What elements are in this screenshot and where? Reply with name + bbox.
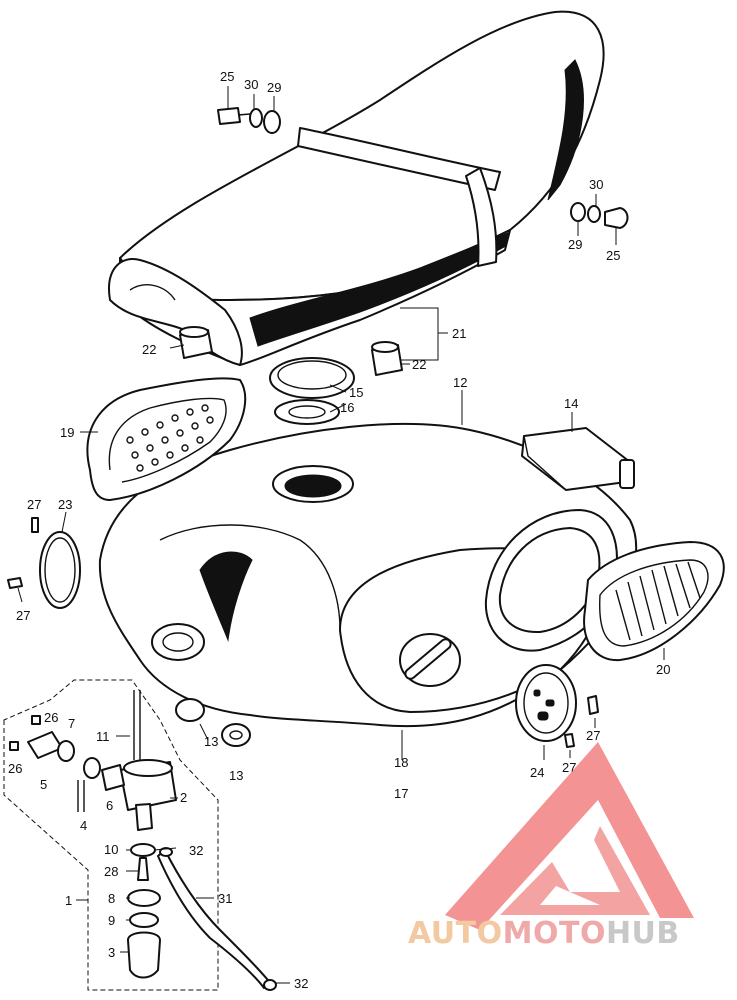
seat-bolt-right	[570, 202, 629, 229]
callout-27-b: 27	[16, 608, 30, 623]
callout-30-left: 30	[244, 77, 258, 92]
seat-bolt-left	[217, 107, 281, 134]
knee-grip-right	[583, 541, 725, 662]
tank-mount-rubber	[521, 427, 635, 491]
callout-8: 8	[108, 891, 115, 906]
callout-29-left: 29	[267, 80, 281, 95]
callout-14: 14	[564, 396, 578, 411]
screw-parts	[7, 517, 599, 748]
callout-13-a: 13	[204, 734, 218, 749]
callout-2: 2	[180, 790, 187, 805]
seat-bumper-left	[179, 326, 213, 359]
callout-25-left: 25	[220, 69, 234, 84]
callout-18: 18	[394, 755, 408, 770]
callout-5: 5	[40, 777, 47, 792]
callout-32-b: 32	[294, 976, 308, 991]
callout-26-a: 26	[44, 710, 58, 725]
seat-bumper-right	[371, 341, 403, 376]
callout-17: 17	[394, 786, 408, 801]
callout-19: 19	[60, 425, 74, 440]
callout-7: 7	[68, 716, 75, 731]
callout-25-right: 25	[606, 248, 620, 263]
callout-1: 1	[65, 893, 72, 908]
fuel-cock-assembly	[3, 679, 277, 991]
callout-10: 10	[104, 842, 118, 857]
callout-29-right: 29	[568, 237, 582, 252]
callout-9: 9	[108, 913, 115, 928]
fuel-cap-parts	[269, 357, 355, 425]
callout-3: 3	[108, 945, 115, 960]
watermark-moto: MOTO	[502, 916, 606, 951]
tank-emblem	[515, 664, 577, 742]
knee-grip-left	[86, 377, 247, 501]
watermark-hub: HUB	[605, 916, 680, 951]
callout-16: 16	[340, 400, 354, 415]
callout-21: 21	[452, 326, 466, 341]
watermark-logo-mark	[445, 742, 694, 930]
callout-22-left: 22	[142, 342, 156, 357]
callout-31: 31	[218, 891, 232, 906]
callout-30-right: 30	[589, 177, 603, 192]
callout-4: 4	[80, 818, 87, 833]
seat-assembly	[108, 10, 629, 376]
callout-20: 20	[656, 662, 670, 677]
callout-32-a: 32	[189, 843, 203, 858]
leader-lines	[17, 86, 665, 984]
callout-28: 28	[104, 864, 118, 879]
callout-13-b: 13	[229, 768, 243, 783]
callout-12: 12	[453, 375, 467, 390]
trim-ring	[39, 531, 81, 609]
callout-27-a: 27	[27, 497, 41, 512]
callout-labels: 25 30 29 30 29 25 21 22 22 15 16 12 14 1…	[8, 69, 670, 991]
watermark-text: AUTOMOTOHUB	[408, 916, 680, 951]
callout-22-right: 22	[412, 357, 426, 372]
callout-26-b: 26	[8, 761, 22, 776]
callout-23: 23	[58, 497, 72, 512]
fuel-tank	[98, 422, 638, 728]
callout-24: 24	[530, 765, 544, 780]
callout-11: 11	[96, 729, 110, 744]
callout-15: 15	[349, 385, 363, 400]
callout-6: 6	[106, 798, 113, 813]
watermark-auto: AUTO	[408, 916, 503, 951]
callout-27-c: 27	[586, 728, 600, 743]
